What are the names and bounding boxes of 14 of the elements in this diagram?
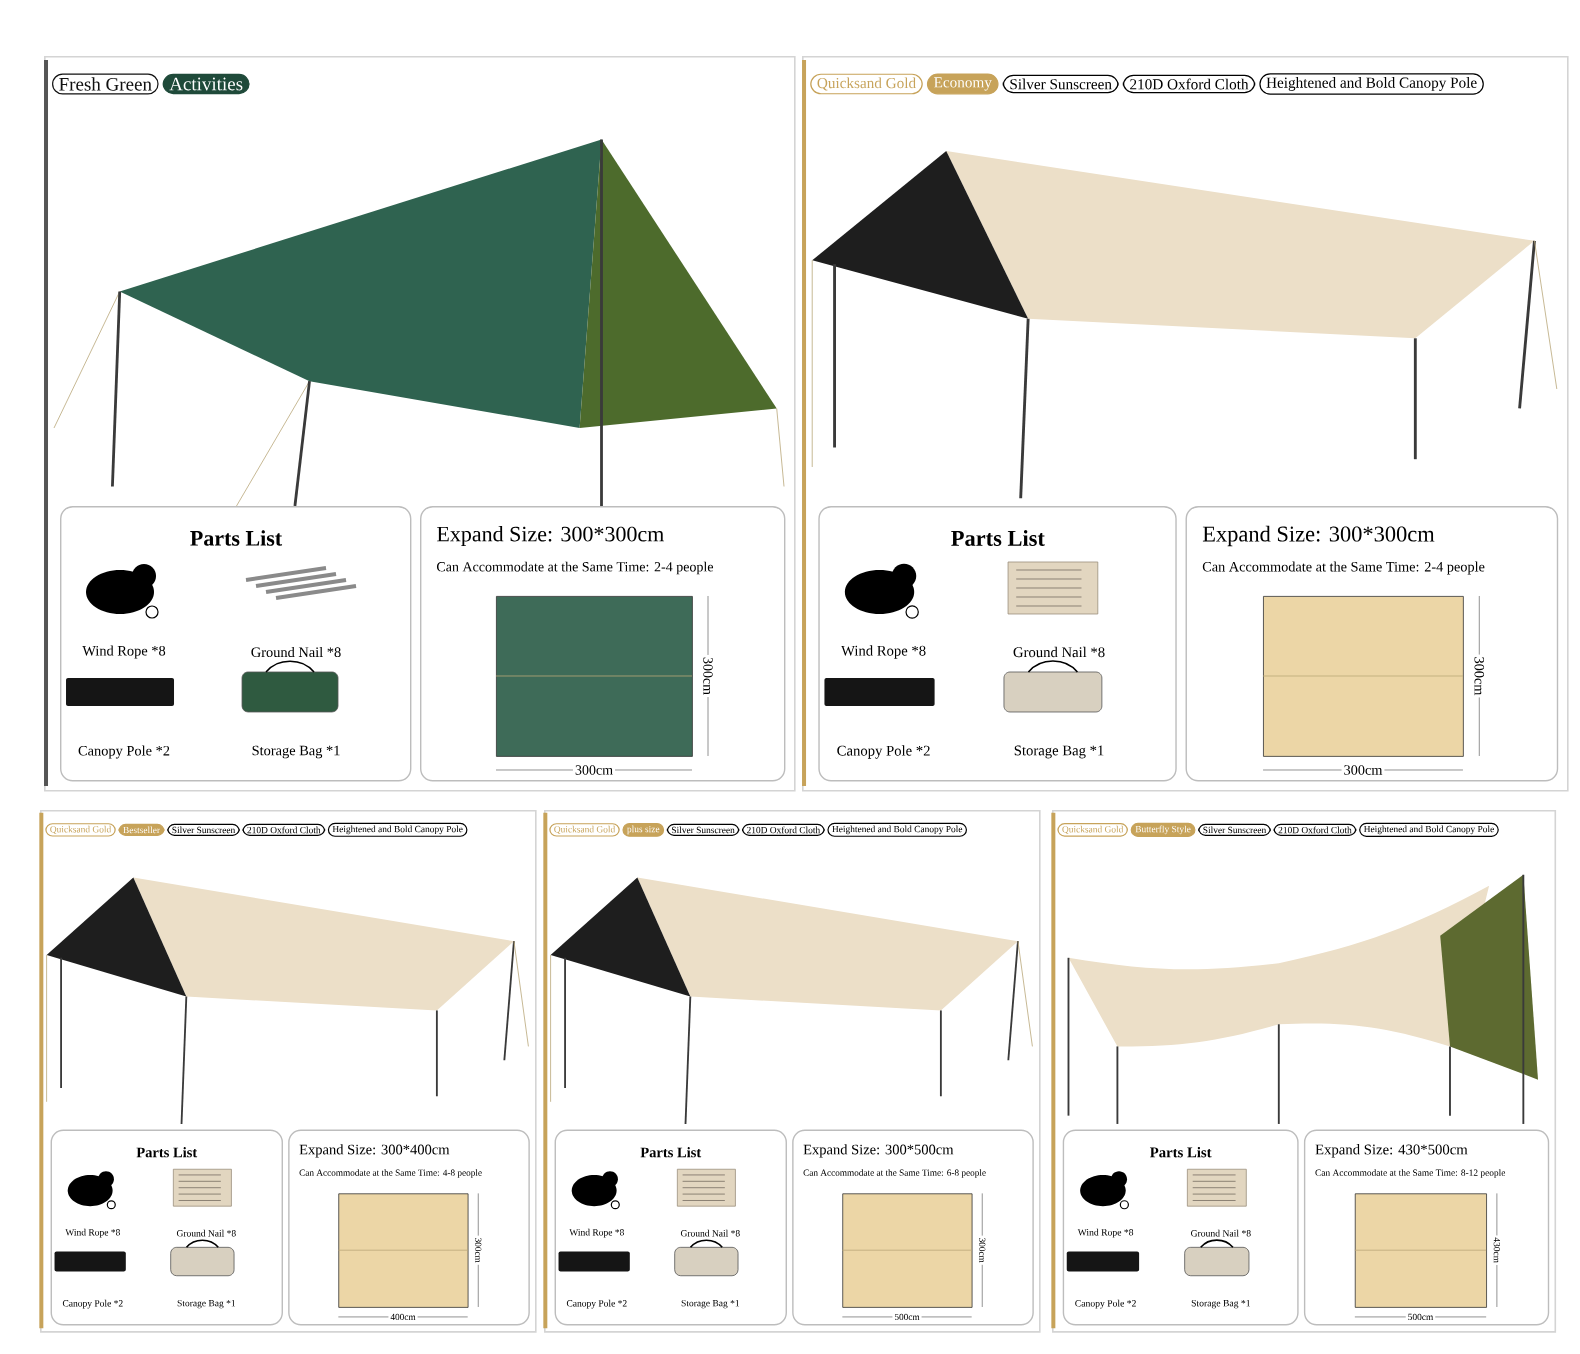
tarp-mat xyxy=(337,1193,469,1308)
size-box xyxy=(1303,1129,1550,1326)
tag-pill: Activities xyxy=(162,73,250,95)
tag-pill: Fresh Green xyxy=(52,73,159,95)
size-box xyxy=(792,1129,1034,1326)
size-heading: Expand Size: 300*300cm xyxy=(437,526,664,546)
size-box xyxy=(288,1129,530,1326)
tarp-mat xyxy=(1262,596,1464,757)
tarp-mat xyxy=(1354,1193,1487,1308)
tarp-mat xyxy=(495,596,693,757)
size-box xyxy=(420,506,786,782)
size-heading: Expand Size: 300*300cm xyxy=(1202,525,1435,547)
size-box xyxy=(1185,506,1559,782)
tarp-mat xyxy=(841,1193,973,1308)
